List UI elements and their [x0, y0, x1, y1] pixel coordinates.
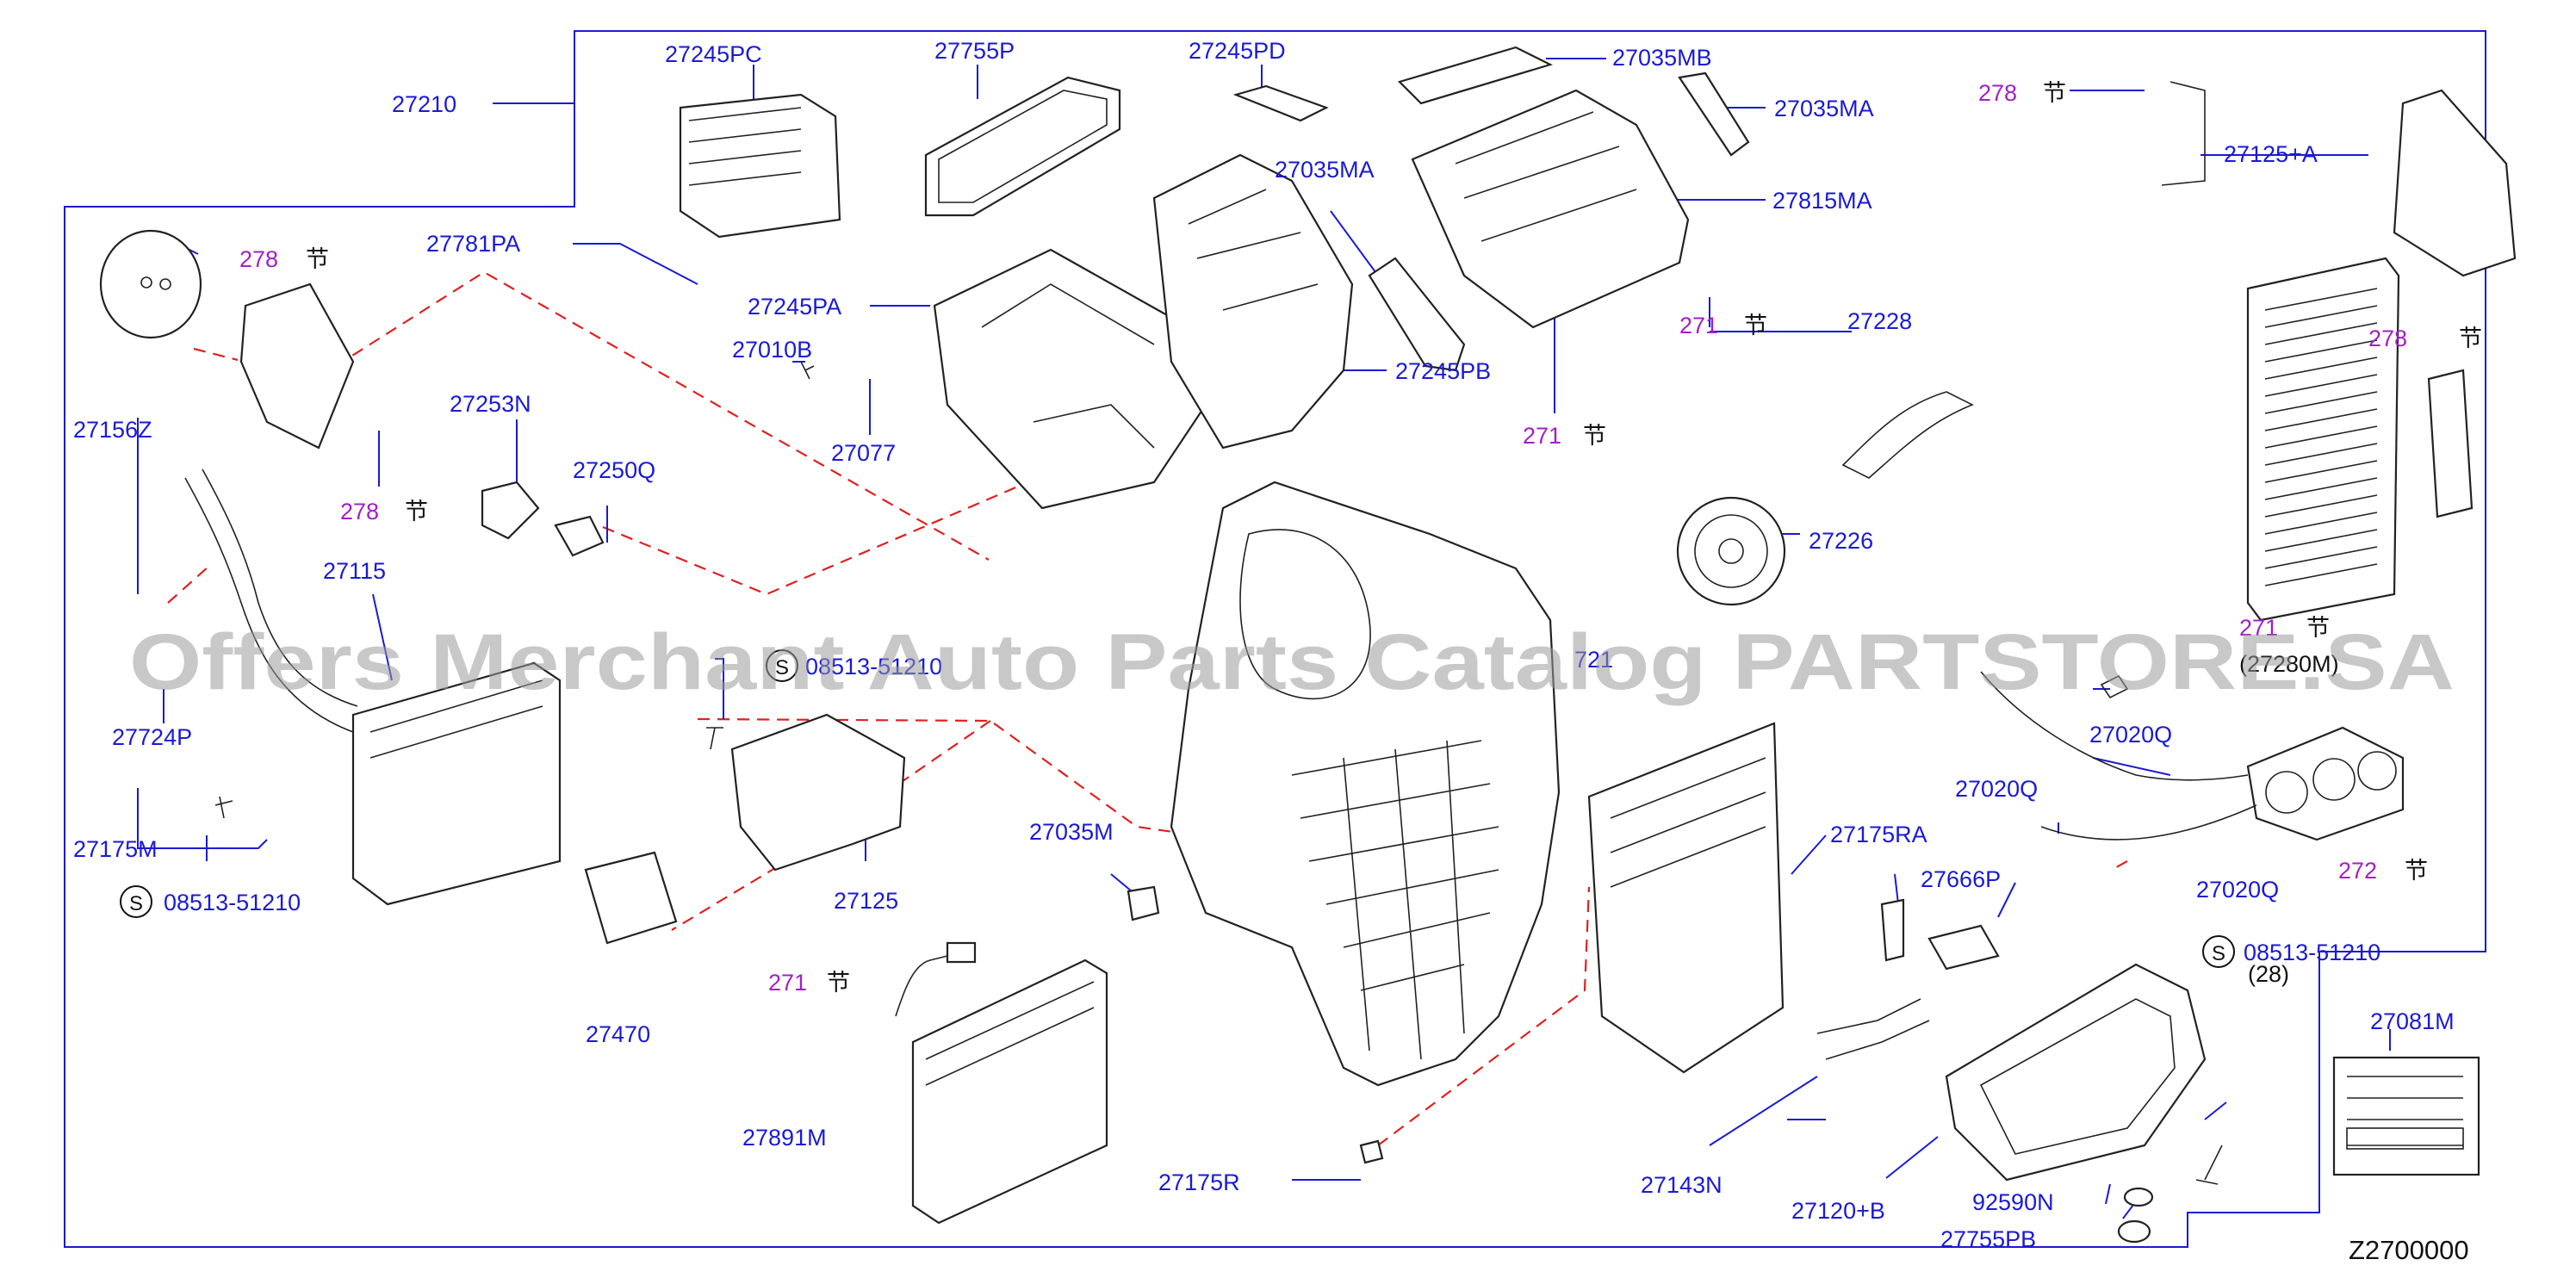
ref-272[interactable]: 272	[2338, 858, 2377, 884]
label-27035ma-mid[interactable]: 27035MA	[1275, 157, 1375, 183]
reference-labels: 278 节 278 节 278 节 278 节 271 节 271 节 271 …	[239, 80, 2482, 996]
sect-glyph: 节	[1744, 313, 1767, 338]
ref-271-b[interactable]: 271	[1523, 423, 1561, 449]
label-27143n[interactable]: 27143N	[1641, 1172, 1723, 1198]
sect-glyph: 节	[2306, 615, 2330, 641]
label-27210[interactable]: 27210	[392, 91, 456, 117]
watermark: Offers Merchant Auto Parts Catalog PARTS…	[129, 618, 2455, 706]
label-qty-28: (28)	[2248, 961, 2289, 987]
part-number-labels: 27210 27245PC 27755P 27245PD 27035MB 270…	[73, 38, 2455, 1252]
ref-278-b[interactable]: 278	[340, 499, 379, 524]
standard-part-symbols: S S S	[120, 649, 2235, 968]
s-symbol-left-text: S	[129, 892, 143, 915]
label-27280m[interactable]: (27280M)	[2239, 651, 2339, 677]
label-27755p[interactable]: 27755P	[934, 38, 1015, 64]
label-92590n[interactable]: 92590N	[1972, 1189, 2054, 1215]
s-symbol-left	[120, 885, 152, 918]
label-08513-left[interactable]: 08513-51210	[164, 890, 301, 915]
ref-271-c[interactable]: 271	[2239, 615, 2278, 641]
label-721[interactable]: 721	[1574, 647, 1613, 673]
ref-271-d[interactable]: 271	[768, 970, 807, 996]
label-27035m[interactable]: 27035M	[1029, 819, 1114, 845]
s-symbol-mid	[766, 649, 798, 682]
label-08513-right[interactable]: 08513-51210	[2244, 940, 2380, 965]
label-27755pb[interactable]: 27755PB	[1940, 1226, 2036, 1252]
sect-glyph: 节	[2459, 326, 2482, 351]
label-27245pb[interactable]: 27245PB	[1395, 358, 1491, 384]
label-27226[interactable]: 27226	[1809, 528, 1873, 554]
part-illustrations	[99, 46, 2517, 1244]
sect-glyph: 节	[827, 970, 850, 996]
label-27020q-b[interactable]: 27020Q	[1955, 776, 2038, 802]
ref-278-c[interactable]: 278	[1978, 80, 2017, 106]
s-symbol-right	[2202, 935, 2235, 968]
label-27228[interactable]: 27228	[1847, 308, 1912, 334]
label-27666p[interactable]: 27666P	[1921, 866, 2001, 892]
label-27245pc[interactable]: 27245PC	[665, 41, 762, 67]
label-27245pa[interactable]: 27245PA	[748, 294, 841, 320]
label-27175ra[interactable]: 27175RA	[1830, 822, 1927, 847]
assembly-frame	[64, 30, 2486, 1248]
label-27891m[interactable]: 27891M	[742, 1125, 827, 1151]
s-symbol-right-text: S	[2212, 942, 2225, 965]
label-27077[interactable]: 27077	[831, 440, 896, 466]
sect-glyph: 节	[1583, 423, 1606, 449]
label-27253n[interactable]: 27253N	[450, 391, 531, 417]
label-27081m[interactable]: 27081M	[2370, 1008, 2455, 1034]
label-27245pd[interactable]: 27245PD	[1189, 38, 1286, 64]
label-08513-mid[interactable]: 08513-51210	[805, 654, 942, 679]
label-27020q-a[interactable]: 27020Q	[2089, 722, 2172, 748]
label-27250q[interactable]: 27250Q	[573, 457, 655, 483]
label-27815ma[interactable]: 27815MA	[1772, 188, 1872, 214]
label-27724p[interactable]: 27724P	[112, 724, 192, 750]
leader-lines	[137, 58, 2391, 1219]
s-symbol-mid-text: S	[775, 656, 789, 679]
connection-lines	[167, 270, 2128, 1146]
label-27175m[interactable]: 27175M	[73, 836, 158, 862]
label-27125[interactable]: 27125	[834, 888, 898, 914]
label-27470[interactable]: 27470	[586, 1021, 650, 1047]
sect-glyph: 节	[306, 246, 329, 272]
label-27781pa[interactable]: 27781PA	[426, 231, 520, 257]
label-27156z[interactable]: 27156Z	[73, 417, 152, 443]
ref-278-a[interactable]: 278	[239, 246, 278, 272]
diagram-code: Z2700000	[2349, 1235, 2469, 1265]
label-27120-b[interactable]: 27120+B	[1791, 1198, 1885, 1224]
label-27035mb[interactable]: 27035MB	[1612, 45, 1712, 71]
label-27010b[interactable]: 27010B	[732, 337, 812, 363]
label-27035ma-top[interactable]: 27035MA	[1774, 96, 1874, 121]
ref-278-d[interactable]: 278	[2368, 326, 2407, 351]
sect-glyph: 节	[2043, 80, 2066, 106]
label-27115[interactable]: 27115	[323, 558, 386, 584]
label-27175r[interactable]: 27175R	[1158, 1169, 1240, 1195]
sect-glyph: 节	[405, 499, 428, 524]
ref-271-a[interactable]: 271	[1679, 313, 1718, 338]
sect-glyph: 节	[2405, 858, 2428, 884]
label-27125-a[interactable]: 27125+A	[2224, 141, 2318, 167]
label-27020q-c[interactable]: 27020Q	[2196, 877, 2279, 903]
